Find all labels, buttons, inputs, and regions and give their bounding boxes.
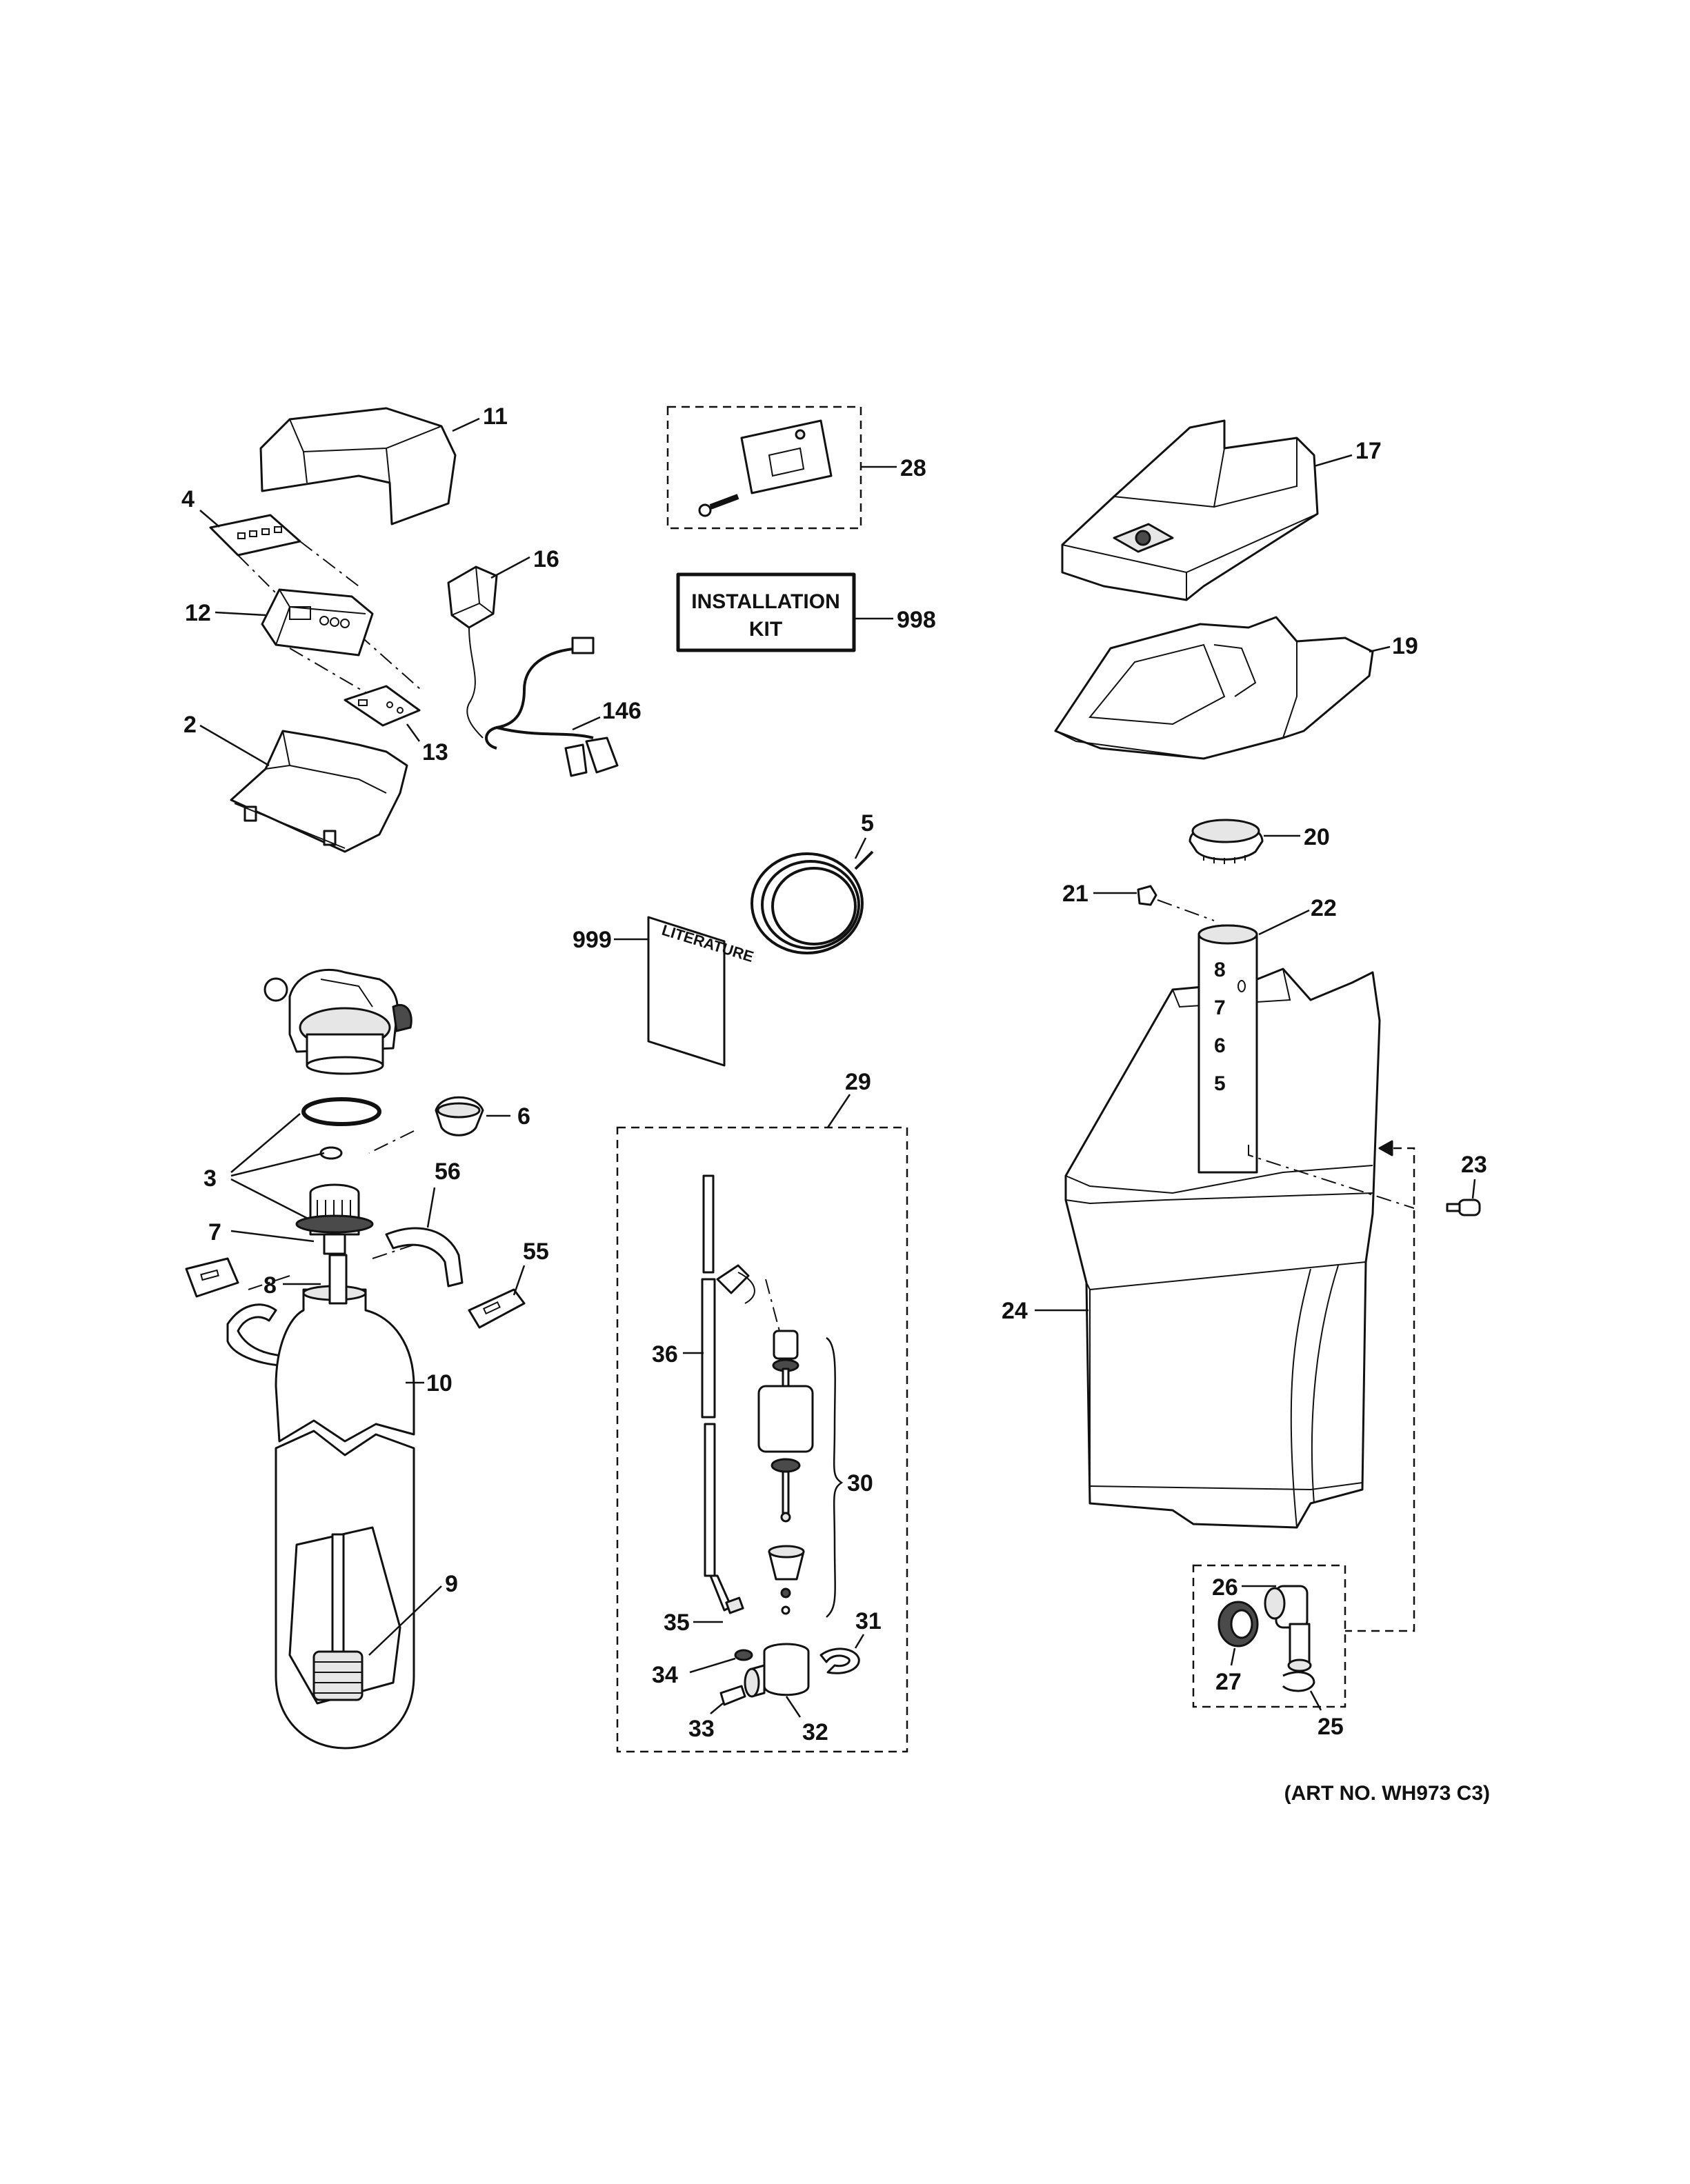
brine-valve-clip: [819, 1647, 860, 1674]
label-9: 9: [445, 1571, 458, 1597]
label-10: 10: [426, 1370, 453, 1396]
overflow-elbow: [1264, 1585, 1312, 1672]
label-23: 23: [1461, 1152, 1487, 1178]
clamp-clip-left: [185, 1257, 239, 1298]
tank-clamp-half: [385, 1227, 464, 1288]
label-35: 35: [664, 1610, 690, 1636]
clamp-clip-right: [468, 1288, 526, 1329]
overflow-screw: [1446, 1199, 1481, 1216]
valve-body: [264, 968, 412, 1075]
brine-well-cap: [1189, 819, 1264, 864]
installation-kit-box: [676, 572, 856, 652]
retainer-clip-33: [719, 1685, 746, 1706]
label-5: 5: [861, 810, 874, 836]
mounting-bracket: [698, 419, 833, 517]
label-33: 33: [688, 1716, 715, 1742]
overflow-clamp: [1282, 1671, 1315, 1692]
label-998: 998: [897, 607, 936, 633]
installation-kit-line1: INSTALLATION: [691, 590, 840, 613]
scale-mark-5: 5: [1214, 1072, 1226, 1095]
display-overlay: [209, 514, 301, 557]
label-13: 13: [422, 739, 448, 765]
label-16: 16: [533, 546, 559, 572]
label-29: 29: [845, 1069, 871, 1095]
o-ring-34: [734, 1649, 753, 1661]
brine-tank-lid: [1061, 419, 1319, 601]
scale-mark-8: 8: [1214, 959, 1226, 981]
overflow-kit-box: [1192, 1564, 1346, 1708]
label-20: 20: [1304, 824, 1330, 850]
literature-booklet: LITERATURE: [647, 916, 756, 1067]
label-34: 34: [652, 1662, 678, 1688]
label-2: 2: [183, 712, 197, 738]
drain-tubing-coil: [750, 850, 874, 954]
label-21: 21: [1062, 881, 1088, 907]
label-56: 56: [435, 1159, 461, 1185]
label-55: 55: [523, 1239, 549, 1265]
label-28: 28: [900, 455, 926, 481]
label-22: 22: [1311, 895, 1337, 921]
label-8: 8: [264, 1272, 277, 1299]
scale-mark-7: 7: [1214, 996, 1226, 1019]
label-30: 30: [847, 1470, 873, 1496]
label-11: 11: [483, 403, 508, 430]
label-146: 146: [602, 698, 642, 724]
label-4: 4: [181, 486, 195, 512]
installation-kit-line2: KIT: [749, 618, 782, 641]
label-7: 7: [208, 1219, 221, 1245]
label-32: 32: [802, 1719, 828, 1745]
brine-float-rod: [701, 1174, 755, 1614]
control-board-housing: [261, 588, 374, 657]
control-cover: [259, 407, 457, 525]
wire-harness: [485, 637, 619, 777]
label-19: 19: [1392, 633, 1418, 659]
resin-tank: [275, 1254, 415, 1750]
label-31: 31: [855, 1608, 882, 1634]
label-36: 36: [652, 1341, 678, 1367]
overflow-grommet: [1217, 1601, 1259, 1647]
o-ring-large: [301, 1097, 381, 1126]
brine-valve-kit-box: [616, 1126, 908, 1753]
scale-mark-6: 6: [1214, 1034, 1226, 1057]
circuit-board: [344, 685, 421, 727]
label-3: 3: [203, 1165, 217, 1192]
upper-distributor: [295, 1183, 374, 1255]
distributor-cap: [435, 1096, 484, 1136]
label-6: 6: [517, 1103, 530, 1130]
label-999: 999: [573, 927, 612, 953]
brine-tank-rim: [1054, 616, 1374, 760]
art-number: (ART NO. WH973 C3): [1284, 1782, 1490, 1805]
label-26: 26: [1212, 1574, 1238, 1601]
label-27: 27: [1215, 1669, 1242, 1695]
brine-valve-body: [744, 1643, 810, 1698]
tank-clamp-half-left: [226, 1303, 308, 1367]
power-transformer: [447, 565, 498, 739]
grommet-21: [1137, 885, 1157, 906]
control-chassis: [230, 730, 408, 853]
brine-valve-assembly: [757, 1279, 814, 1615]
label-24: 24: [1002, 1298, 1028, 1324]
label-25: 25: [1318, 1714, 1344, 1740]
label-12: 12: [185, 600, 211, 626]
brine-well-tube: 8 7 6 5: [1197, 924, 1258, 1174]
label-17: 17: [1355, 438, 1382, 464]
